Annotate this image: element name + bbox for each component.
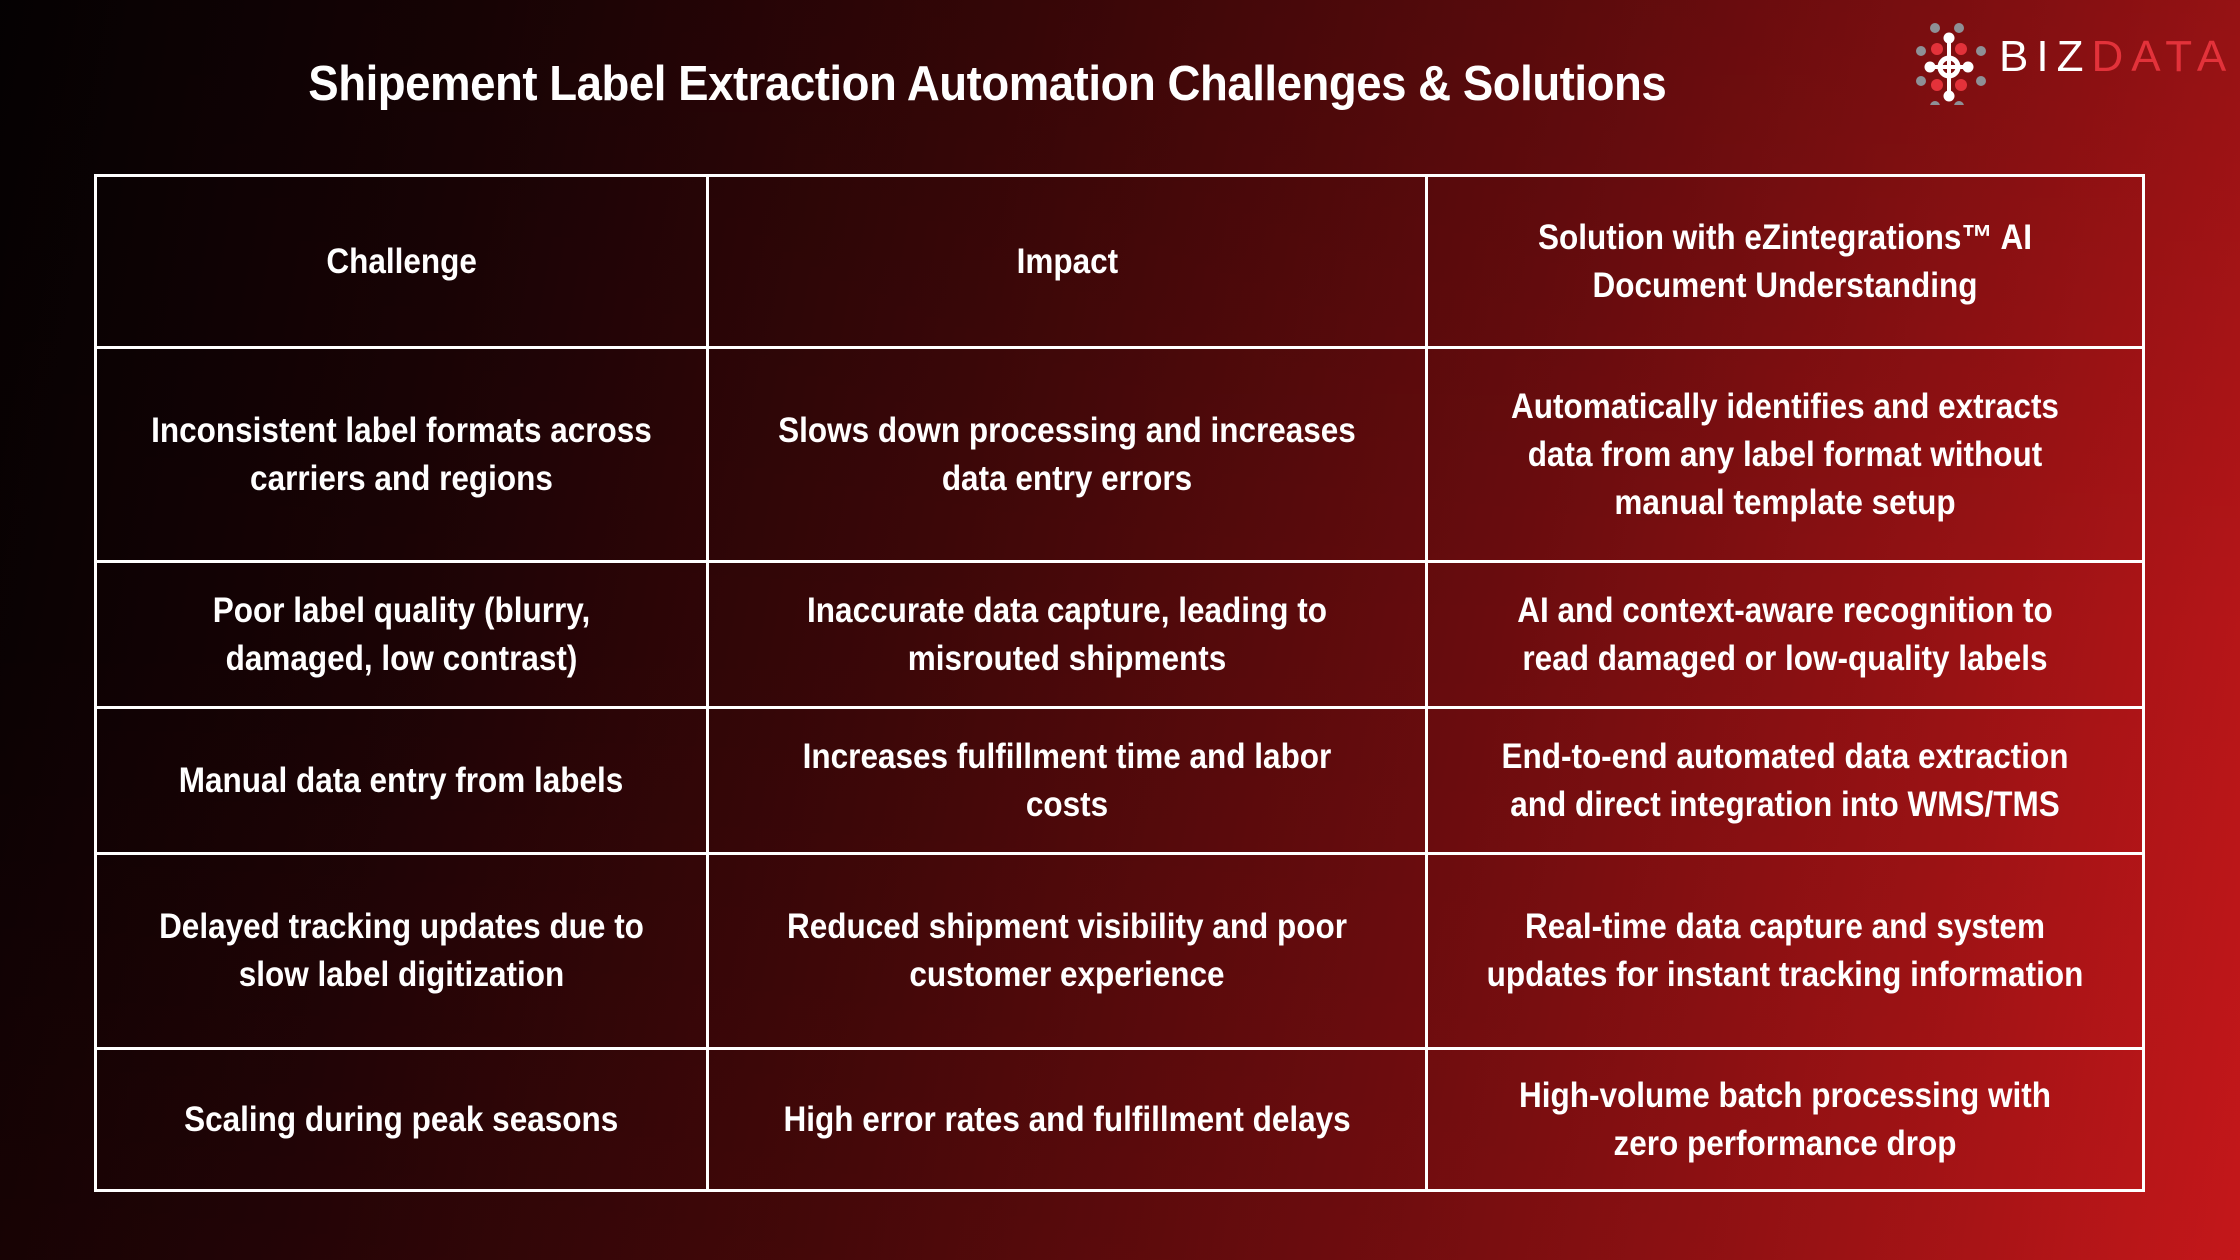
page-title: Shipement Label Extraction Automation Ch… [308,57,1667,111]
column-header-impact: Impact [709,177,1428,349]
table-cell-solution: AI and context-aware recognition to read… [1428,563,2142,709]
table-cell-impact: Reduced shipment visibility and poor cus… [709,855,1428,1050]
table-cell-solution: Automatically identifies and extracts da… [1428,349,2142,563]
logo-text-biz: BIZ [1999,32,2092,81]
table-cell-challenge: Delayed tracking updates due to slow lab… [97,855,709,1050]
table-cell-impact: Increases fulfillment time and labor cos… [709,709,1428,855]
logo-wordmark: BIZDATA [1999,32,2234,82]
challenges-solutions-table: Challenge Impact Solution with eZintegra… [94,174,2145,1192]
column-header-challenge: Challenge [97,177,709,349]
bizdata-logo: BIZDATA [1895,12,2234,105]
table-cell-impact: Inaccurate data capture, leading to misr… [709,563,1428,709]
table-cell-challenge: Inconsistent label formats across carrie… [97,349,709,563]
table-cell-challenge: Manual data entry from labels [97,709,709,855]
table-cell-impact: Slows down processing and increases data… [709,349,1428,563]
table-cell-challenge: Scaling during peak seasons [97,1050,709,1189]
network-node-icon [1916,23,1986,105]
table-cell-impact: High error rates and fulfillment delays [709,1050,1428,1189]
table-cell-solution: Real-time data capture and system update… [1428,855,2142,1050]
logo-text-data: DATA [2091,32,2235,81]
table-cell-challenge: Poor label quality (blurry, damaged, low… [97,563,709,709]
table-cell-solution: End-to-end automated data extraction and… [1428,709,2142,855]
table-cell-solution: High-volume batch processing with zero p… [1518,1075,2052,1163]
column-header-solution: Solution with eZintegrations™ AI Documen… [1428,177,2142,349]
